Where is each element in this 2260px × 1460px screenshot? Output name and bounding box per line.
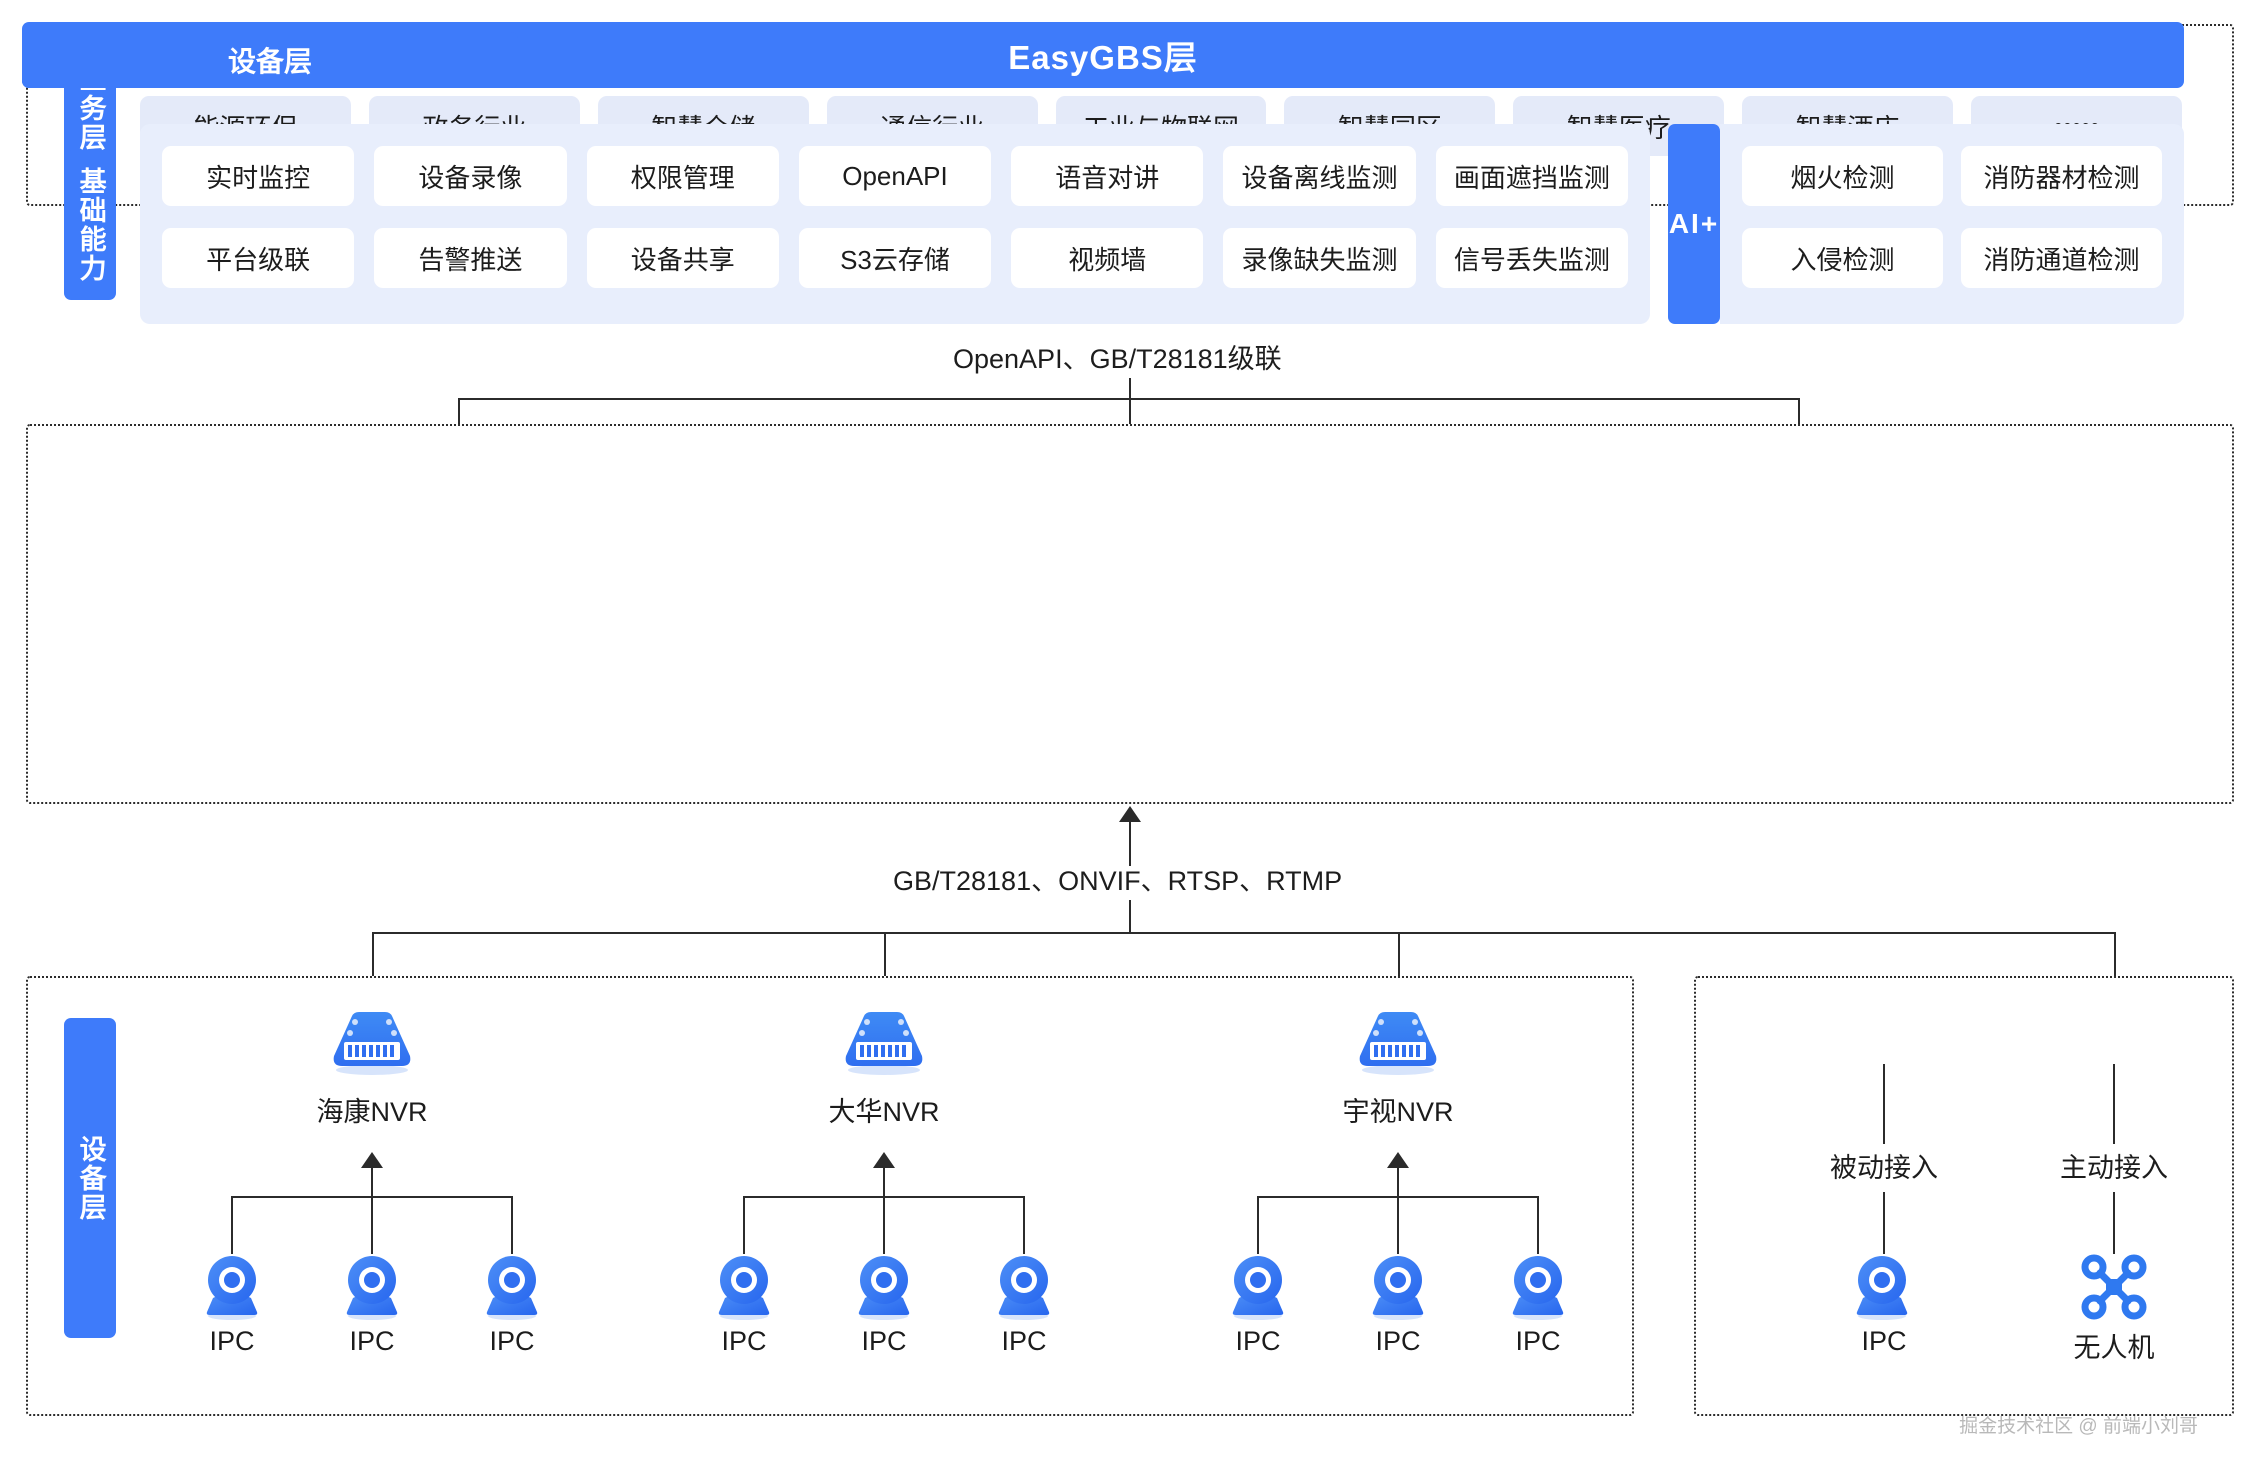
capability-item[interactable]: 视频墙 — [1011, 228, 1204, 288]
conn2-drop-nvr1 — [372, 932, 374, 1010]
ipc-label: IPC — [1515, 1326, 1561, 1356]
camera-drop-line — [231, 1196, 233, 1254]
ipc-label: IPC — [1375, 1326, 1421, 1356]
ipc-camera-icon — [1507, 1254, 1569, 1325]
basic-capability-tab: 基础能力 — [64, 150, 116, 300]
watermark: 掘金技术社区 @ 前端小刘哥 — [1959, 1416, 2198, 1437]
ipc-label: IPC — [721, 1326, 767, 1356]
capability-item[interactable]: S3云存储 — [798, 228, 992, 288]
branch-line-top — [1883, 1064, 1885, 1144]
access-mode-label: 被动接入 — [1830, 1153, 1938, 1183]
device-layer-right-container — [1694, 976, 2234, 1416]
ai-capability-item[interactable]: 消防通道检测 — [1961, 228, 2162, 288]
ipc-camera-icon — [853, 1254, 915, 1325]
access-mode-label: 主动接入 — [2060, 1153, 2168, 1183]
capability-item[interactable]: 实时监控 — [162, 146, 355, 206]
capability-item[interactable]: 权限管理 — [586, 146, 779, 206]
camera-drop-line — [1257, 1196, 1259, 1254]
conn2-arrow-icon — [1119, 806, 1141, 822]
ipc-camera-icon — [713, 1254, 775, 1325]
capability-item[interactable]: 告警推送 — [374, 228, 567, 288]
nvr-device-icon — [1352, 1010, 1444, 1081]
camera-drop-line — [1023, 1196, 1025, 1254]
capability-item[interactable]: 信号丢失监测 — [1435, 228, 1628, 288]
camera-drop-line — [743, 1196, 745, 1254]
conn1-bus — [458, 398, 1800, 400]
ipc-label: IPC — [349, 1326, 395, 1356]
capability-grid: 实时监控设备录像权限管理 OpenAPI 语音对讲设备离线监测画面遮挡监测平台级联告… — [162, 146, 1628, 288]
camera-drop-line — [883, 1196, 885, 1254]
capability-item[interactable]: 平台级联 — [162, 228, 355, 288]
nvr-uplink-stem — [883, 1166, 885, 1196]
nvr-label: 大华NVR — [828, 1097, 940, 1127]
ipc-camera-icon — [1367, 1254, 1429, 1325]
nvr-uplink-arrow-icon — [361, 1152, 383, 1168]
nvr-uplink-stem — [371, 1166, 373, 1196]
capability-item[interactable]: 设备录像 — [374, 146, 567, 206]
ai-panel: 烟火检测消防器材检测入侵检测消防通道检测 — [1720, 124, 2184, 324]
ai-plus-tab: AI+ — [1668, 124, 1720, 324]
conn2-bus — [372, 932, 2114, 934]
device-layer-tab: 设备层 — [64, 1018, 116, 1338]
capability-item[interactable]: 设备共享 — [586, 228, 779, 288]
capability-item[interactable]: 录像缺失监测 — [1223, 228, 1416, 288]
ipc-label: IPC — [1001, 1326, 1047, 1356]
platform-layer-container — [26, 424, 2234, 804]
conn2-drop-nvr2 — [884, 932, 886, 1010]
device-label: IPC — [1861, 1326, 1907, 1356]
ipc-label: IPC — [489, 1326, 535, 1356]
nvr-uplink-stem — [1397, 1166, 1399, 1196]
ipc-label: IPC — [861, 1326, 907, 1356]
ai-capability-item[interactable]: 消防器材检测 — [1961, 146, 2162, 206]
nvr-device-icon — [838, 1010, 930, 1081]
conn2-label: GB/T28181、ONVIF、RTSP、RTMP — [893, 866, 1343, 896]
capability-panel: 实时监控设备录像权限管理 OpenAPI 语音对讲设备离线监测画面遮挡监测平台级联告… — [140, 124, 1650, 324]
ipc-camera-icon — [993, 1254, 1055, 1325]
camera-drop-line — [1397, 1196, 1399, 1254]
camera-drop-line — [1537, 1196, 1539, 1254]
nvr-label: 宇视NVR — [1342, 1097, 1454, 1127]
conn2-drop-right-panel — [2114, 932, 2116, 1008]
device-label: 无人机 — [2073, 1333, 2155, 1363]
ipc-camera-icon — [1227, 1254, 1289, 1325]
ipc-camera-icon — [1851, 1254, 1913, 1325]
camera-drop-line — [371, 1196, 373, 1254]
camera-drop-line — [511, 1196, 513, 1254]
capability-item[interactable]: 画面遮挡监测 — [1435, 146, 1628, 206]
branch-line-top — [2113, 1064, 2115, 1144]
conn1-drop-right — [1798, 398, 1800, 424]
nvr-uplink-arrow-icon — [873, 1152, 895, 1168]
conn1-stem-down — [1129, 378, 1131, 424]
device-layer-title-bar: 设备层 — [22, 32, 518, 88]
conn1-label: OpenAPI、GB/T28181级联 — [953, 344, 1282, 374]
capability-item[interactable]: OpenAPI — [798, 146, 992, 206]
ipc-camera-icon — [481, 1254, 543, 1325]
ipc-label: IPC — [209, 1326, 255, 1356]
capability-item[interactable]: 设备离线监测 — [1223, 146, 1416, 206]
conn1-drop-left — [458, 398, 460, 424]
ipc-label: IPC — [1235, 1326, 1281, 1356]
conn2-stem-down — [1129, 900, 1131, 934]
nvr-uplink-arrow-icon — [1387, 1152, 1409, 1168]
nvr-label: 海康NVR — [316, 1097, 428, 1127]
branch-line-bottom — [1883, 1192, 1885, 1254]
capability-item[interactable]: 语音对讲 — [1011, 146, 1204, 206]
nvr-device-icon — [326, 1010, 418, 1081]
ipc-camera-icon — [341, 1254, 403, 1325]
conn2-stem-up — [1129, 820, 1131, 866]
ai-capability-item[interactable]: 烟火检测 — [1742, 146, 1943, 206]
ai-items-grid: 烟火检测消防器材检测入侵检测消防通道检测 — [1742, 146, 2162, 288]
ipc-camera-icon — [201, 1254, 263, 1325]
drone-icon — [2081, 1254, 2147, 1325]
conn2-drop-nvr3 — [1398, 932, 1400, 1010]
ai-capability-item[interactable]: 入侵检测 — [1742, 228, 1943, 288]
branch-line-bottom — [2113, 1192, 2115, 1254]
